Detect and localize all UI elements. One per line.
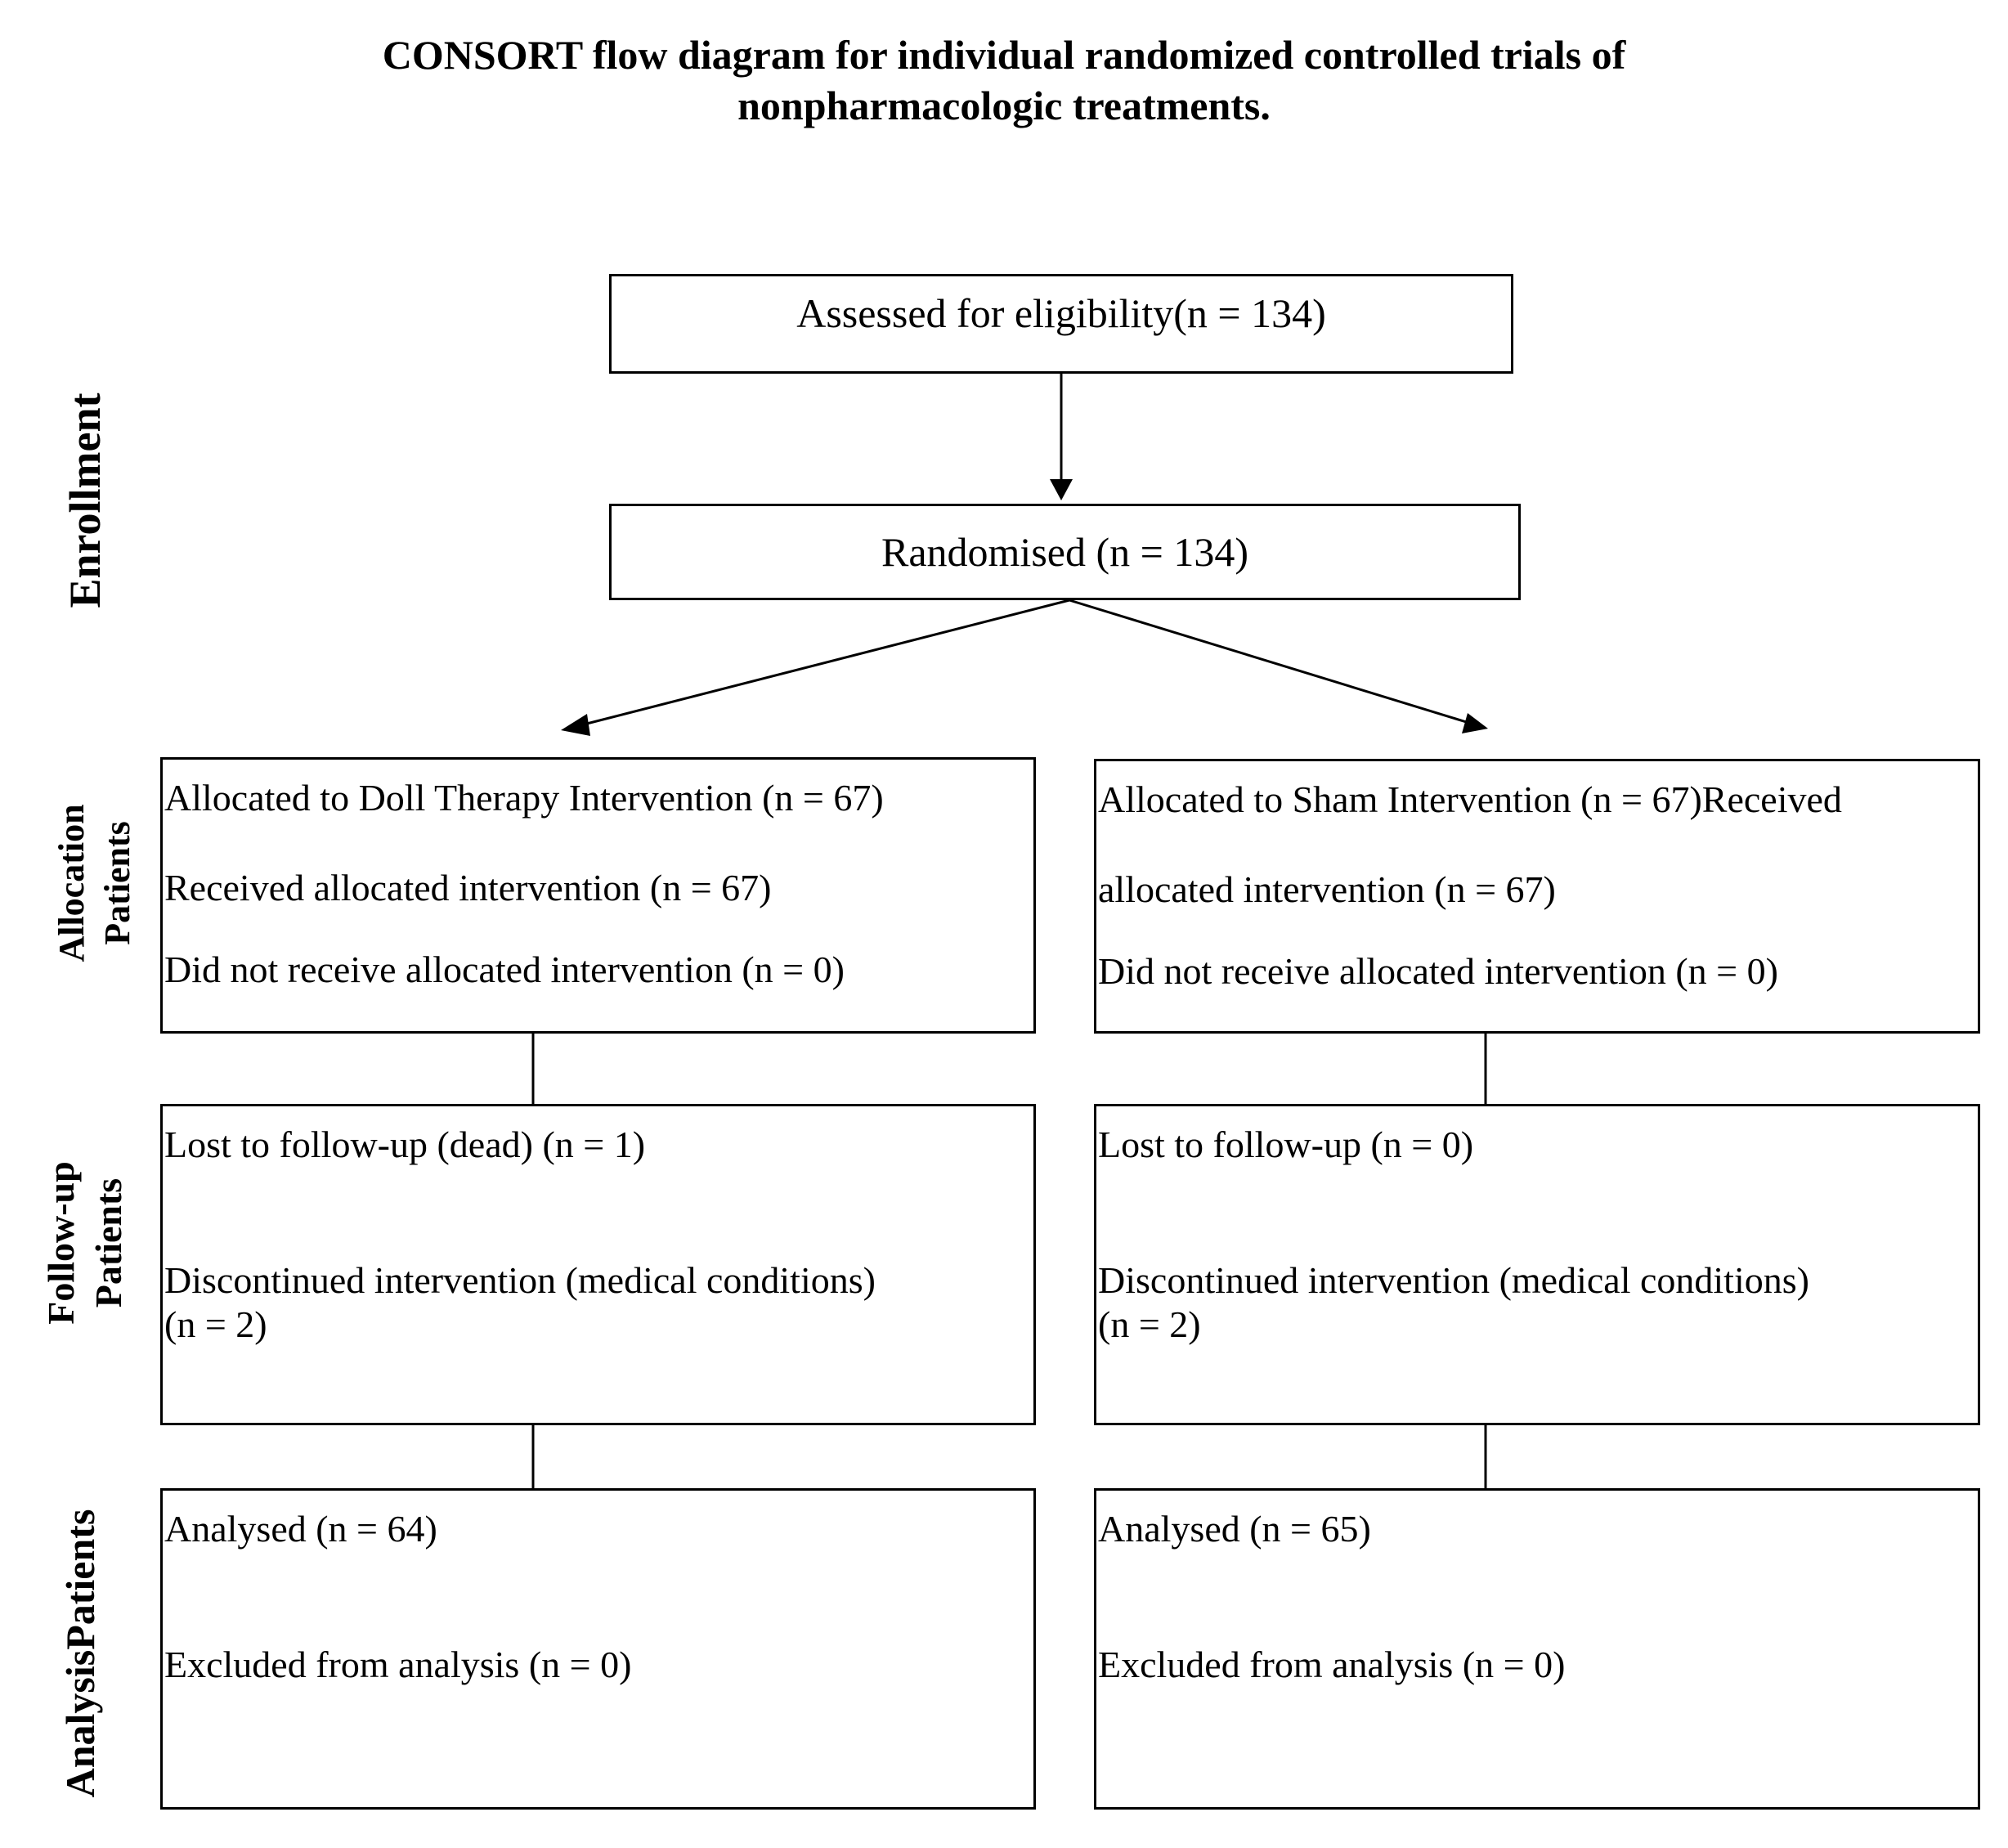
- arrow-randomised-to-right: [1069, 599, 1472, 725]
- left-allocation-line-3: Did not receive allocated intervention (…: [164, 949, 845, 990]
- arrow-randomised-to-left: [576, 599, 1070, 728]
- diagram-title: CONSORT flow diagram for individual rand…: [0, 29, 2008, 131]
- right-allocation-line-1: Allocated to Sham Intervention (n = 67)R…: [1098, 778, 1842, 820]
- left-analysis-line-2: Excluded from analysis (n = 0): [164, 1644, 632, 1685]
- stage-label-allocation: Allocation Patients: [52, 804, 137, 962]
- right-followup-line-3: (n = 2): [1098, 1303, 1201, 1345]
- randomised-box: Randomised (n = 134): [609, 504, 1521, 600]
- left-allocation-box: Allocated to Doll Therapy Intervention (…: [160, 757, 1036, 1034]
- left-followup-line-3: (n = 2): [164, 1303, 267, 1345]
- right-allocation-line-3: Did not receive allocated intervention (…: [1098, 950, 1778, 992]
- arrowhead-right: [1462, 713, 1488, 733]
- title-line-1: CONSORT flow diagram for individual rand…: [382, 32, 1626, 78]
- stage-label-enrollment: Enrollment: [61, 392, 110, 608]
- left-allocation-line-1: Allocated to Doll Therapy Intervention (…: [164, 777, 884, 819]
- right-allocation-line-2: allocated intervention (n = 67): [1098, 868, 1556, 910]
- right-analysis-line-2: Excluded from analysis (n = 0): [1098, 1644, 1566, 1685]
- title-line-2: nonpharmacologic treatments.: [737, 83, 1271, 128]
- left-followup-box: Lost to follow-up (dead) (n = 1) Discont…: [160, 1104, 1036, 1425]
- arrowhead-left: [561, 714, 590, 736]
- left-followup-line-2: Discontinued intervention (medical condi…: [164, 1259, 876, 1301]
- assessed-text: Assessed for eligibility(n = 134): [796, 290, 1326, 336]
- left-analysis-box: Analysed (n = 64) Excluded from analysis…: [160, 1488, 1036, 1810]
- right-followup-box: Lost to follow-up (n = 0) Discontinued i…: [1094, 1104, 1980, 1425]
- stage-label-analysis: AnalysisPatients: [57, 1509, 103, 1798]
- right-analysis-box: Analysed (n = 65) Excluded from analysis…: [1094, 1488, 1980, 1810]
- stage-label-followup: Follow-up Patients: [40, 1161, 129, 1325]
- right-followup-line-2: Discontinued intervention (medical condi…: [1098, 1259, 1809, 1301]
- right-allocation-box: Allocated to Sham Intervention (n = 67)R…: [1094, 759, 1980, 1034]
- left-analysis-line-1: Analysed (n = 64): [164, 1508, 437, 1550]
- left-allocation-line-2: Received allocated intervention (n = 67): [164, 867, 772, 908]
- assessed-box: Assessed for eligibility(n = 134): [609, 274, 1513, 374]
- randomised-text: Randomised (n = 134): [881, 529, 1248, 575]
- arrowhead-down: [1050, 479, 1073, 500]
- right-analysis-line-1: Analysed (n = 65): [1098, 1508, 1371, 1550]
- left-followup-line-1: Lost to follow-up (dead) (n = 1): [164, 1124, 646, 1165]
- right-followup-line-1: Lost to follow-up (n = 0): [1098, 1124, 1474, 1165]
